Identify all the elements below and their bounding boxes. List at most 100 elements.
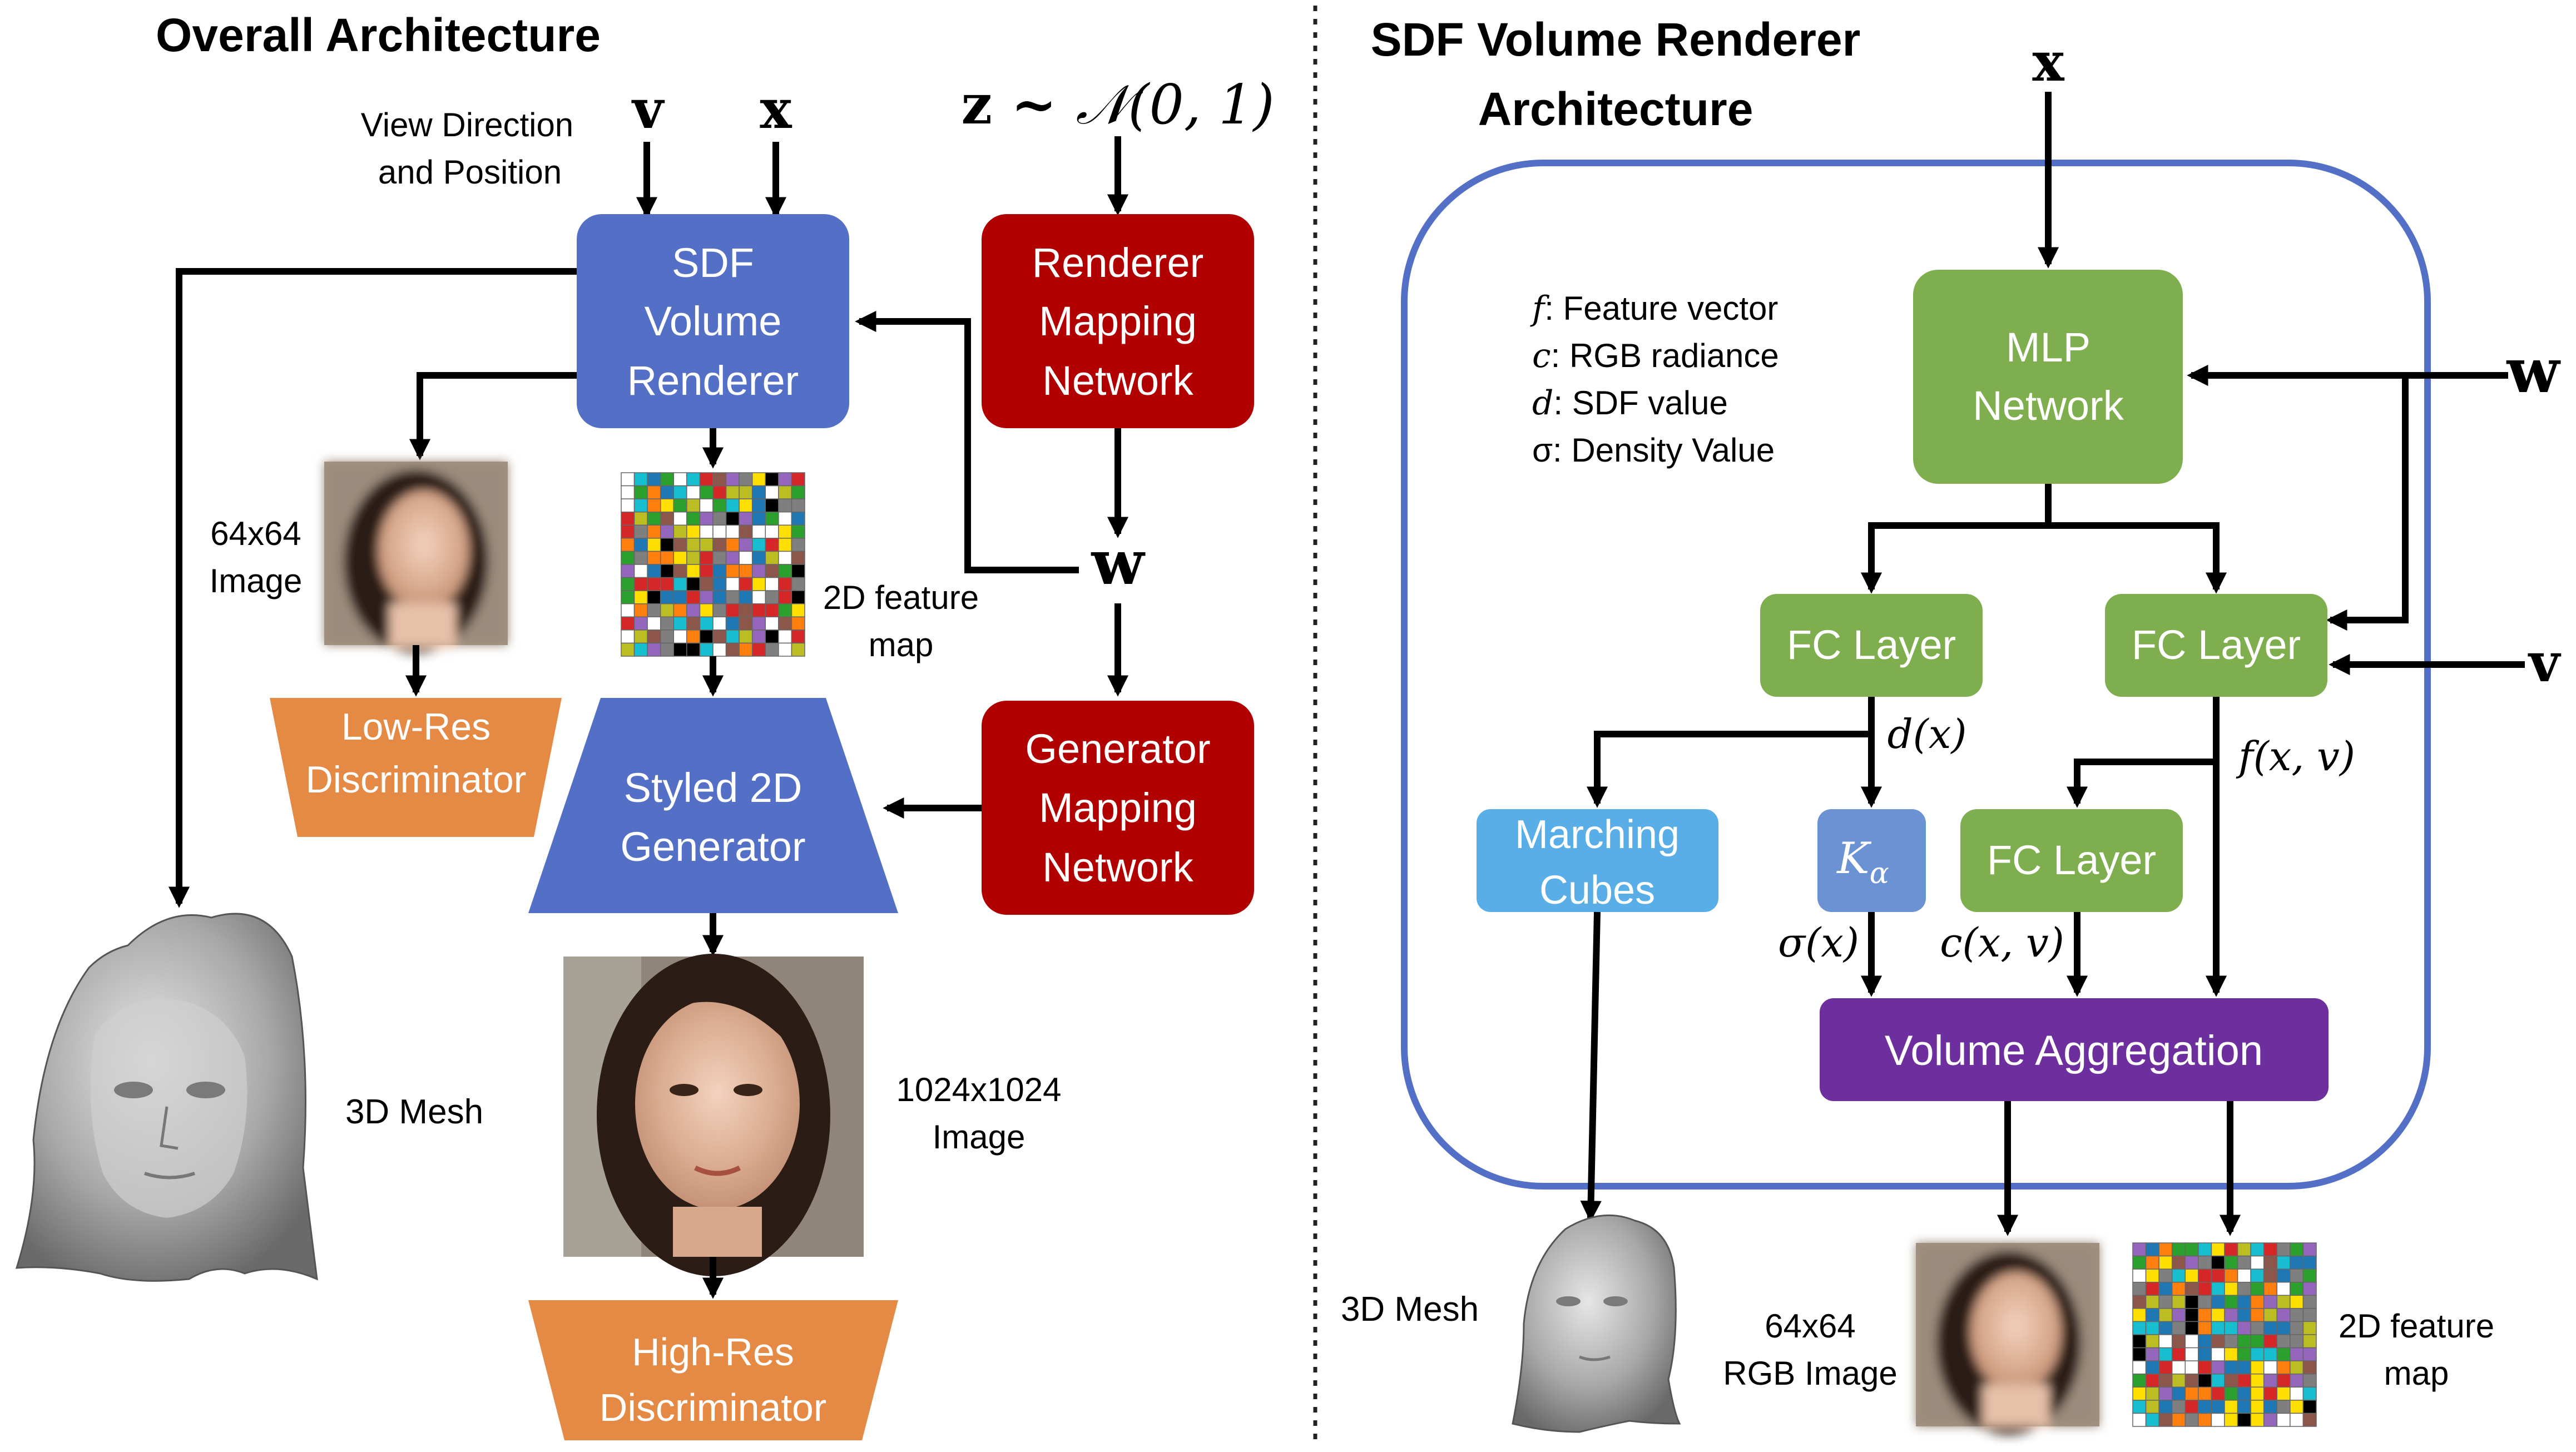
feature-map-cell [633,616,648,631]
feature-map-cell [2211,1413,2225,1427]
mlp-network-block: MLP Network [1913,270,2183,484]
feature-map-cell [765,524,779,539]
feature-map-cell [739,511,753,526]
feature-map-cell [2276,1413,2291,1427]
feature-map-cell [2302,1321,2317,1335]
feature-map-cell [2198,1413,2212,1427]
feature-map-cell [2132,1295,2147,1309]
feature-map-cell [2250,1360,2265,1375]
arrow-w-to-fc-right [2326,375,2409,631]
feature-map-cell [2184,1386,2199,1401]
fc-layer-bottom-block: FC Layer [1960,809,2183,912]
feature-map-cell [778,485,792,499]
mesh-right [1512,1214,1681,1433]
feature-map-right [2132,1242,2317,1427]
feature-map-cell [621,642,635,657]
rmn-line-1: Renderer [1032,240,1204,286]
feature-map-cell [2132,1281,2147,1296]
feature-map-cell [2211,1347,2225,1361]
feature-map-cell [2290,1321,2304,1335]
legend: f: Feature vector c: RGB radiance d: SDF… [1530,289,1779,469]
highres-line-2: Discriminator [600,1386,826,1429]
feature-map-cell [660,564,675,578]
feature-map-cell [751,590,766,604]
feature-map-cell [673,524,687,539]
feature-map-cell [765,564,779,578]
feature-map-cell [2158,1347,2173,1361]
latent-w-symbol: w [1091,527,1146,598]
feature-map-cell [765,630,779,644]
feature-map-cell [739,616,753,631]
feature-map-cell [2250,1400,2265,1414]
feature-map-cell [660,524,675,539]
feature-map-cell [699,577,714,591]
feature-map-cell [2184,1242,2199,1257]
feature-map-cell [791,577,805,591]
feature-map-cell [2224,1373,2238,1388]
feature-map-cell [2250,1268,2265,1283]
feature-map-cell [2171,1268,2186,1283]
feature-map-cell [686,564,701,578]
feature-map-cell [673,603,687,618]
feature-map-cell [647,630,661,644]
feature-map-cell [2276,1295,2291,1309]
feature-map-cell [699,564,714,578]
feature-map-cell [2224,1360,2238,1375]
generator-mapping-network-block: Generator Mapping Network [982,701,1254,915]
feature-map-cell [2211,1400,2225,1414]
img1024-label-1: 1024x1024 [896,1071,1062,1108]
rgb-label-1: 64x64 [1765,1307,1855,1345]
mlp-line-1: MLP [2006,324,2090,370]
legend-d: d: SDF value [1532,384,1728,423]
feature-map-cell [2263,1347,2278,1361]
renderer-mapping-network-block: Renderer Mapping Network [982,214,1254,428]
feature-map-cell [2290,1242,2304,1257]
feature-map-cell [2145,1321,2159,1335]
feature-map-cell [633,511,648,526]
feature-map-cell [2145,1255,2159,1270]
position-label: and Position [378,153,562,191]
feature-map-cell [725,630,740,644]
feature-map-cell [2263,1360,2278,1375]
feature-map-cell [2171,1242,2186,1257]
feature-map-cell [647,616,661,631]
featuremap-right-label-2: map [2384,1355,2449,1392]
feature-map-cell [621,590,635,604]
feature-map-cell [2224,1268,2238,1283]
feature-map-cell [751,642,766,657]
feature-map-cell [2198,1400,2212,1414]
feature-map-cell [725,577,740,591]
feature-map-cell [660,616,675,631]
sdf-renderer-container [1401,160,2431,1190]
feature-map-cell [712,590,727,604]
feature-map-cell [660,538,675,552]
feature-map-cell [791,616,805,631]
feature-map-cell [778,603,792,618]
feature-map-cell [2158,1242,2173,1257]
feature-map-cell [686,538,701,552]
feature-map-cell [2263,1255,2278,1270]
feature-map-cell [699,511,714,526]
img1024-label-2: Image [933,1118,1026,1156]
feature-map-cell [686,511,701,526]
feature-map-cell [2132,1308,2147,1322]
feature-map-cell [2171,1321,2186,1335]
feature-map-cell [725,485,740,499]
feature-map-cell [2290,1413,2304,1427]
feature-map-cell [2250,1242,2265,1257]
feature-map-cell [633,472,648,487]
sdf-line-3: Renderer [627,358,799,404]
feature-map-cell [778,642,792,657]
feature-map-cell [2263,1268,2278,1283]
feature-map-cell [765,642,779,657]
fc-right-label: FC Layer [2132,622,2301,668]
feature-map-cell [686,642,701,657]
legend-c: c: RGB radiance [1532,336,1779,375]
feature-map-cell [621,524,635,539]
feature-map-cell [647,590,661,604]
feature-map-cell [686,485,701,499]
feature-map-cell [2198,1242,2212,1257]
feature-map-cell [699,616,714,631]
feature-map-cell [778,524,792,539]
feature-map-cell [2198,1308,2212,1322]
